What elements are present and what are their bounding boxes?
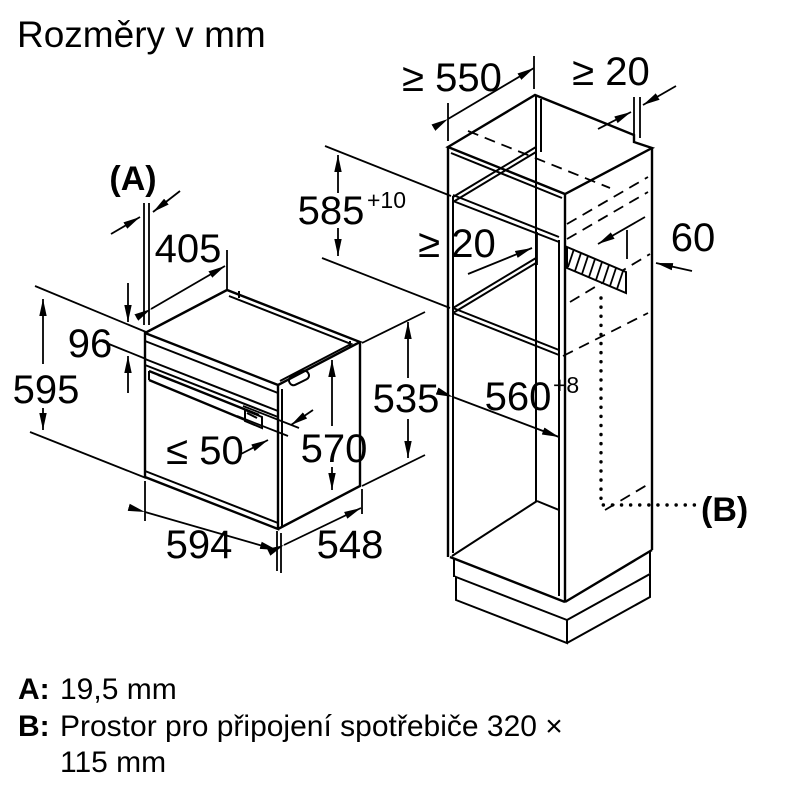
dim-label-548: 548 (317, 523, 384, 567)
dim-label-585: 585 (298, 189, 365, 233)
dim-label-535: 535 (373, 377, 440, 421)
oven-dimensions: (A) 405 96 595 ≤ 50 570 535 (13, 160, 440, 573)
legend-a-key: A: (18, 673, 50, 706)
legend: A: 19,5 mm B: Prostor pro připojení spot… (18, 673, 563, 779)
label-b: (B) (701, 491, 748, 529)
cabinet-plinth (453, 552, 651, 645)
dim-label-594: 594 (166, 523, 233, 567)
legend-b-value-cont: 115 mm (60, 746, 166, 779)
dim-label-585-tolerance: +10 (367, 187, 406, 213)
dim-label-96: 96 (68, 322, 113, 366)
label-a: (A) (109, 160, 156, 198)
dim-label-60: 60 (671, 216, 716, 260)
cabinet-drawing (445, 93, 699, 645)
legend-b-value: Prostor pro připojení spotřebiče 320 × (60, 710, 563, 743)
dim-label-20-top: ≥ 20 (572, 50, 650, 94)
legend-a-value: 19,5 mm (60, 673, 177, 706)
cabinet-dimensions: ≥ 550 ≥ 20 585 +10 ≥ 20 60 560 +8 (B) (298, 50, 749, 529)
dim-label-405: 405 (155, 227, 222, 271)
dim-label-560-tolerance: +8 (553, 372, 579, 398)
dim-label-550: ≥ 550 (402, 56, 502, 100)
dim-label-595: 595 (13, 368, 80, 412)
dim-label-50: ≤ 50 (166, 429, 244, 473)
dim-label-560: 560 (485, 375, 552, 419)
side-grip-hole (288, 369, 310, 387)
connection-area-hatch (566, 245, 627, 295)
dim-label-570: 570 (301, 427, 368, 471)
dim-label-20-mid: ≥ 20 (418, 222, 496, 266)
legend-b-key: B: (18, 710, 50, 743)
page-title: Rozměry v mm (17, 14, 266, 55)
